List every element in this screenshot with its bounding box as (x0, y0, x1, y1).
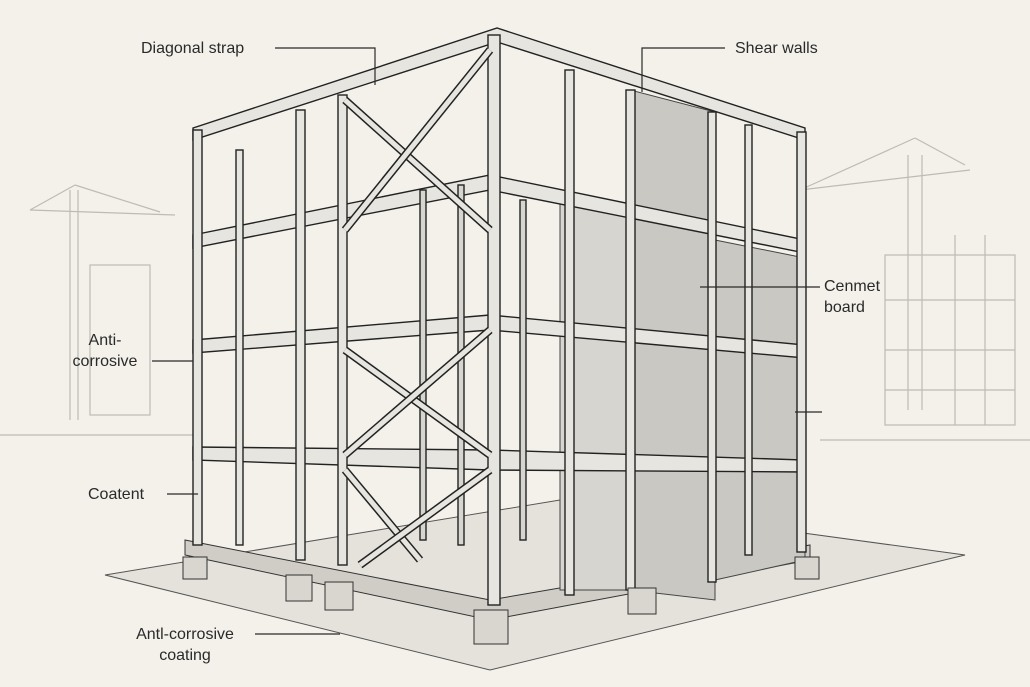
label-coating-line2: coating (159, 647, 211, 664)
label-cement-board-line1: Cenmet (824, 278, 881, 295)
label-anti-corrosive-coating: Antl-corrosive coating (118, 624, 252, 666)
label-diagonal-strap: Diagonal strap (141, 40, 245, 57)
label-cement-board: Cenmet board (824, 276, 880, 318)
label-cement-board-line2: board (824, 299, 865, 316)
diagonal-straps (341, 47, 494, 569)
label-anti-corrosive-line1: Anti- (88, 332, 122, 349)
label-anti-corrosive-line2: corrosive (72, 353, 138, 370)
leader-lines (152, 47, 822, 635)
background-cranes (0, 137, 1030, 441)
label-coating-line1: Antl-corrosive (136, 626, 234, 643)
label-anti-corrosive: Anti- corrosive (62, 330, 148, 372)
footing-blocks (182, 556, 820, 645)
steel-frame (192, 27, 807, 606)
label-shear-walls: Shear walls (735, 40, 818, 57)
label-coatent: Coatent (88, 486, 145, 503)
